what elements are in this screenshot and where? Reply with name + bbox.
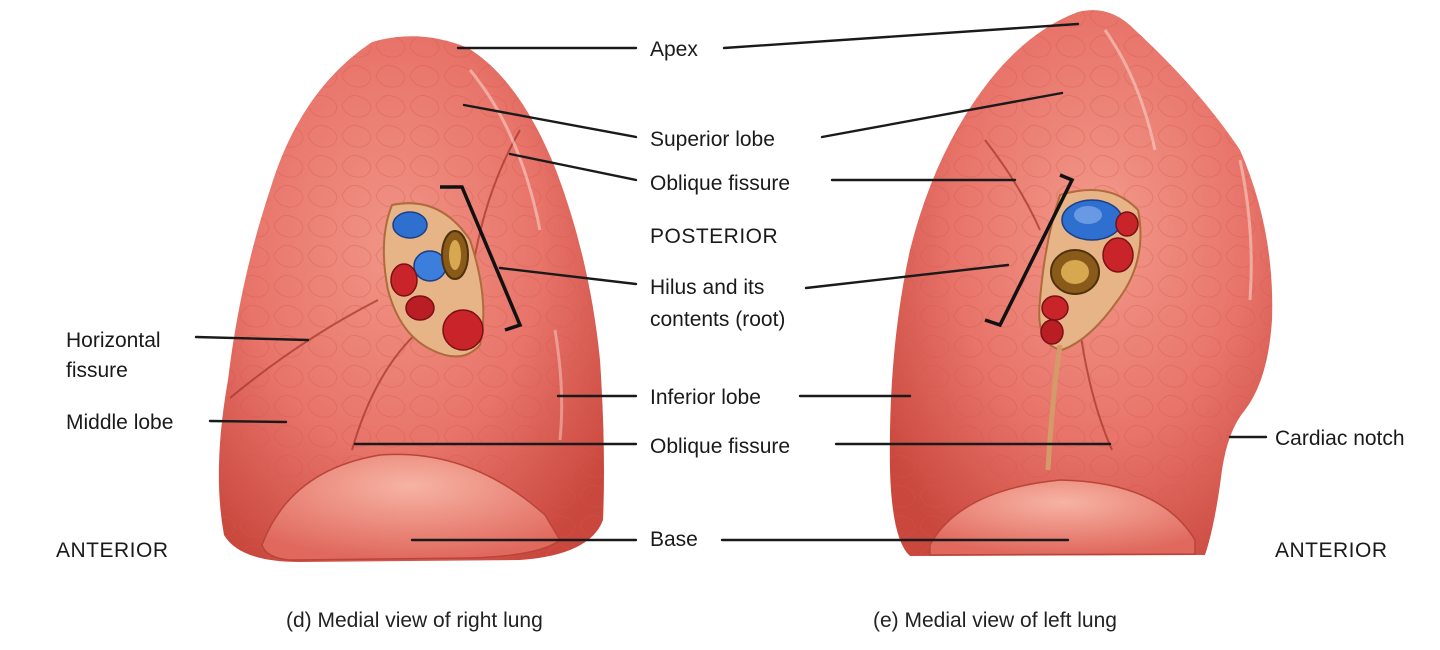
label-hilus-line2: contents (root) [650, 308, 785, 331]
label-superior-lobe: Superior lobe [650, 128, 775, 151]
label-hilus-line1: Hilus and its [650, 276, 764, 299]
label-anterior-right: ANTERIOR [1275, 539, 1388, 562]
right-lung [218, 36, 604, 563]
leader-horizontal-fissure [194, 335, 310, 342]
leader-hilus-left [804, 263, 1010, 290]
left-pulmonary-vein-inferior [1040, 319, 1064, 345]
leader-middle-lobe [208, 419, 288, 424]
leader-superior-lobe-right [462, 103, 638, 139]
label-oblique-fissure-upper: Oblique fissure [650, 172, 790, 195]
label-posterior: POSTERIOR [650, 225, 778, 248]
caption-left-lung: (e) Medial view of left lung [873, 609, 1117, 632]
labels: Apex Superior lobe Oblique fissure POSTE… [56, 38, 1405, 632]
label-anterior-left: ANTERIOR [56, 539, 169, 562]
label-horizontal-fissure-line2: fissure [66, 359, 128, 382]
label-inferior-lobe: Inferior lobe [650, 386, 761, 409]
label-horizontal-fissure-line1: Horizontal [66, 329, 161, 352]
leader-lines [194, 22, 1268, 542]
left-oblique-fissure [984, 139, 1113, 451]
caption-right-lung: (d) Medial view of right lung [286, 609, 543, 632]
left-pulmonary-vein-lower [1041, 295, 1069, 321]
left-lung-base-surface [929, 479, 1196, 556]
leader-superior-lobe-left [820, 91, 1064, 139]
right-pulmonary-artery [392, 211, 428, 239]
left-hilum-bracket [984, 173, 1075, 328]
label-base: Base [650, 528, 698, 551]
label-apex: Apex [650, 38, 698, 61]
left-pulmonary-vein-mid [1102, 237, 1134, 273]
right-pulmonary-vein-lower [442, 309, 484, 351]
leader-hilus-right [498, 266, 638, 286]
left-lung [889, 10, 1273, 556]
right-horizontal-fissure [229, 299, 379, 399]
right-hilum [382, 202, 485, 358]
leader-oblique-fissure-upper-right [508, 152, 638, 182]
label-middle-lobe: Middle lobe [66, 411, 173, 434]
leader-apex-left [722, 22, 1080, 50]
right-lung-base-surface [261, 453, 561, 561]
right-pulmonary-vein-upper [390, 263, 418, 297]
left-pulmonary-vein-upper [1115, 211, 1139, 237]
right-pulmonary-vein-mid [405, 295, 435, 321]
label-cardiac-notch: Cardiac notch [1275, 427, 1405, 450]
label-oblique-fissure-lower: Oblique fissure [650, 435, 790, 458]
right-hilum-bracket [440, 185, 523, 332]
left-hilum [1038, 189, 1142, 471]
